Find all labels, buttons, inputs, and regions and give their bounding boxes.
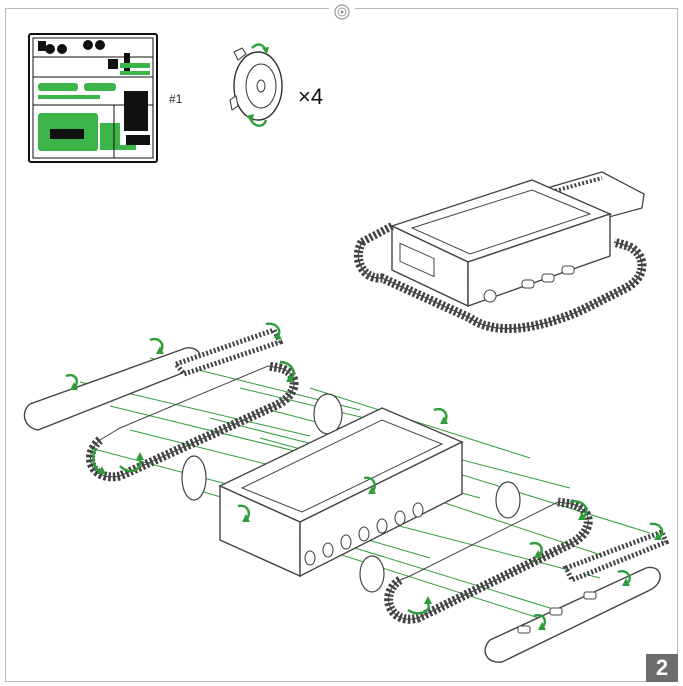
exploded-assembly-illustration [23,322,670,663]
page-ornament-icon [329,0,355,22]
sprue-sheet-thumbnail [28,33,158,163]
step-number-badge: 2 [646,654,678,682]
assembled-chassis-illustration [353,171,647,333]
sprue-sheet-label: #1 [169,92,183,106]
wheel-part-icon [229,43,283,127]
part-quantity: ×4 [298,84,324,109]
